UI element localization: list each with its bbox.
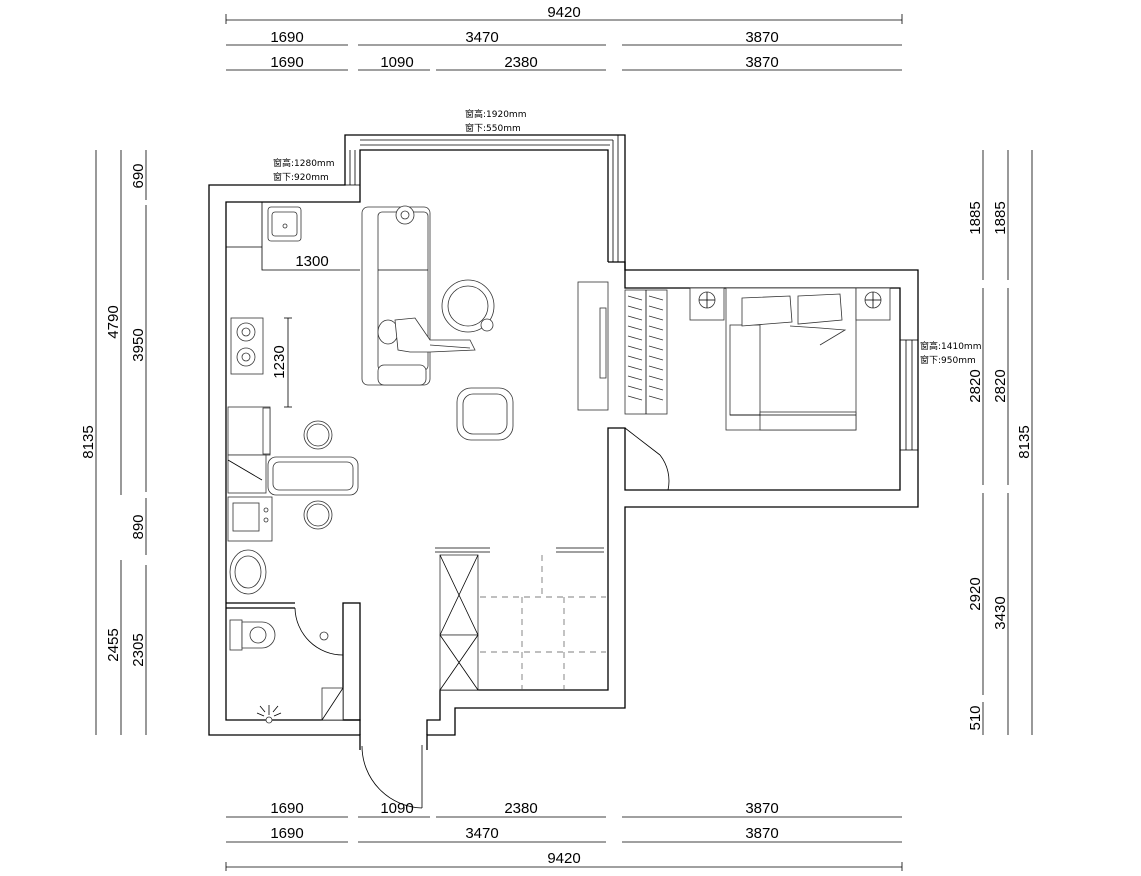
dim-left-inner-c: 890 (130, 514, 147, 539)
dim-bottom-total: 9420 (547, 850, 580, 867)
bathroom (229, 619, 344, 724)
stove-span-dimension: 1230 (271, 317, 292, 408)
dim-counter-depth: 1300 (295, 253, 328, 270)
dim-right-outer-b: 2820 (992, 369, 1009, 402)
dim-top-row3-c: 2380 (504, 54, 537, 71)
dim-bottom-row1-a: 1690 (270, 800, 303, 817)
dim-right-inner-c: 2920 (967, 577, 984, 610)
left-dimensions: 8135 4790 2455 690 3950 890 2305 (80, 150, 147, 735)
sink-icon (267, 206, 302, 242)
dim-left-inner-a: 690 (130, 163, 147, 188)
microwave-icon (227, 496, 273, 542)
dim-stove-span: 1230 (271, 345, 288, 378)
fridge-icon (227, 406, 271, 456)
shower-icon (256, 687, 344, 724)
dim-left-inner-d: 2305 (130, 633, 147, 666)
dim-bottom-row2-b: 3470 (465, 825, 498, 842)
living-room (361, 205, 609, 441)
right-dimensions: 1885 2820 2920 510 1885 2820 3430 8135 (967, 150, 1033, 735)
stove-icon (230, 317, 264, 375)
dim-left-outer: 8135 (80, 425, 97, 458)
person-icon (377, 317, 476, 353)
wash-basin-icon (229, 549, 267, 595)
window-1-sill: 窗下:550mm (465, 122, 521, 134)
kitchen: 1230 1300 (227, 206, 329, 595)
pillow-icon (797, 293, 843, 325)
dim-top-row3-a: 1690 (270, 54, 303, 71)
window-2-height: 窗高:1280mm (273, 157, 334, 169)
dim-right-outer-a: 1885 (992, 201, 1009, 234)
pillow-icon (741, 295, 793, 327)
wardrobe-icon (624, 289, 668, 415)
bedroom (624, 287, 891, 431)
dim-bottom-row1-c: 2380 (504, 800, 537, 817)
walls (208, 134, 919, 809)
bed-icon (725, 287, 857, 431)
tatami-grid (480, 555, 606, 690)
window-3-sill: 窗下:950mm (920, 354, 976, 366)
dim-right-outer-c: 3430 (992, 596, 1009, 629)
dim-right-inner-a: 1885 (967, 201, 984, 234)
nightstand-icon (689, 287, 725, 321)
window-3-height: 窗高:1410mm (920, 340, 981, 352)
dim-left-mid-a: 4790 (105, 305, 122, 338)
dim-top-row2-a: 1690 (270, 29, 303, 46)
ottoman-icon (456, 387, 514, 441)
side-table-icon (441, 279, 495, 333)
drain-icon (319, 631, 329, 641)
dim-left-mid-b: 2455 (105, 628, 122, 661)
tv-cabinet-icon (577, 281, 609, 411)
window-1-height: 窗高:1920mm (465, 108, 526, 120)
dim-top-row3-b: 1090 (380, 54, 413, 71)
dim-right-inner-b: 2820 (967, 369, 984, 402)
counter-icon (227, 454, 267, 494)
dim-top-row2-c: 3870 (745, 29, 778, 46)
window-annotations: 窗高:1920mm 窗下:550mm 窗高:1280mm 窗下:920mm 窗高… (273, 108, 981, 366)
lamp-icon (395, 205, 415, 225)
dim-left-inner-b: 3950 (130, 328, 147, 361)
dim-bottom-row1-b: 1090 (380, 800, 413, 817)
dim-bottom-row2-a: 1690 (270, 825, 303, 842)
dining (267, 420, 359, 530)
dim-top-row2-b: 3470 (465, 29, 498, 46)
nightstand-icon (855, 287, 891, 321)
dim-right-total: 8135 (1016, 425, 1033, 458)
toilet-icon (229, 619, 276, 651)
dim-top-total: 9420 (547, 4, 580, 21)
sofa-icon (361, 206, 431, 386)
dim-bottom-row1-d: 3870 (745, 800, 778, 817)
storage-area (435, 547, 606, 691)
dim-bottom-row2-c: 3870 (745, 825, 778, 842)
dim-right-inner-d: 510 (967, 705, 984, 730)
dim-top-row3-d: 3870 (745, 54, 778, 71)
top-dimensions: 9420 1690 3470 3870 1690 1090 2380 3870 (225, 4, 903, 71)
bottom-dimensions: 1690 1090 2380 3870 1690 3470 3870 9420 (225, 800, 903, 871)
window-2-sill: 窗下:920mm (273, 171, 329, 183)
